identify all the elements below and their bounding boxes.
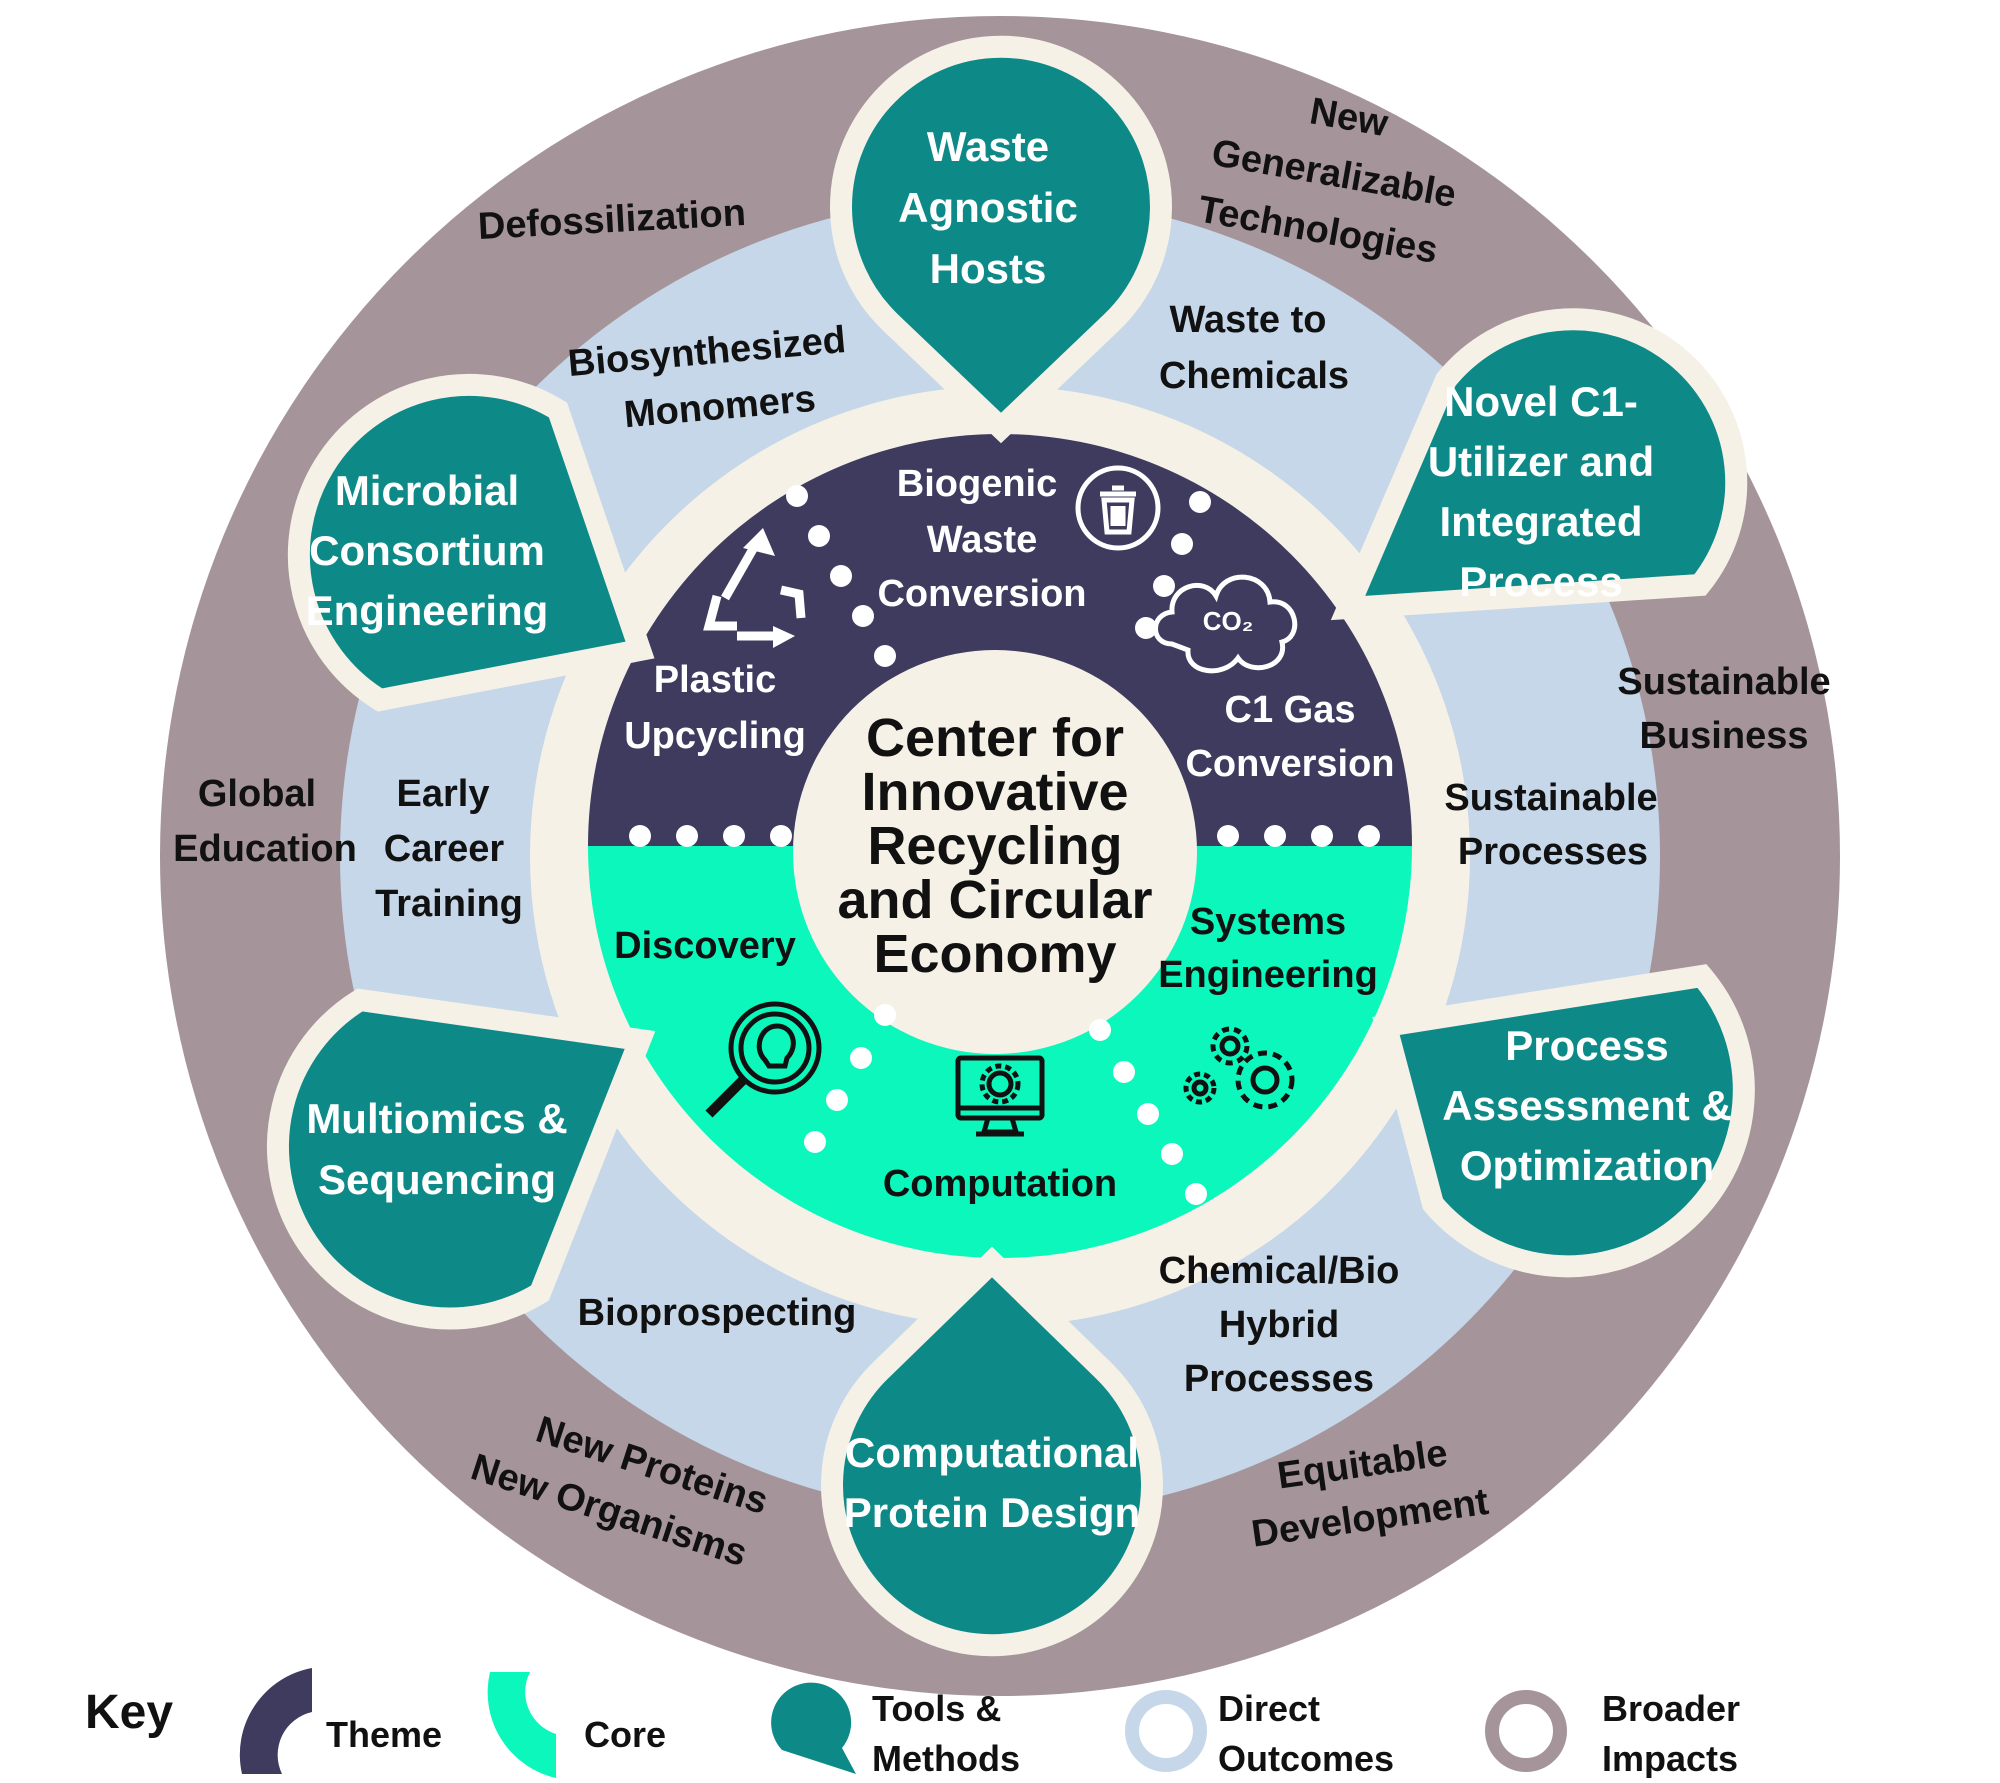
key-broader-label-line-2: Impacts bbox=[1602, 1738, 1738, 1778]
key-direct-label-line-1: Direct bbox=[1218, 1688, 1320, 1729]
center-title-line-1: Center for bbox=[866, 708, 1124, 768]
theme-plastic-line-2: Upcycling bbox=[624, 715, 806, 757]
tool-process-assessment-line-2: Assessment & bbox=[1442, 1082, 1731, 1129]
gears-icon bbox=[1183, 1026, 1295, 1110]
recycle-icon bbox=[703, 528, 806, 648]
outcome-chem-bio-line-3: Processes bbox=[1184, 1358, 1374, 1400]
outcome-waste-to-chemicals-line-2: Chemicals bbox=[1159, 355, 1349, 397]
tools-labels: Waste Agnostic Hosts Novel C1- Utilizer … bbox=[306, 123, 1732, 1536]
theme-biogenic-line-3: Conversion bbox=[877, 573, 1086, 615]
key-theme-label: Theme bbox=[326, 1714, 442, 1755]
outcome-sustainable-processes-line-2: Processes bbox=[1458, 831, 1648, 873]
core-discovery: Discovery bbox=[614, 925, 796, 967]
key-direct-swatch bbox=[1125, 1690, 1207, 1772]
tool-multiomics-line-1: Multiomics & bbox=[306, 1095, 567, 1142]
tool-novel-c1-line-2: Utilizer and bbox=[1428, 438, 1654, 485]
theme-biogenic-line-1: Biogenic bbox=[897, 463, 1057, 505]
center-title-line-3: Recycling bbox=[867, 816, 1122, 876]
core-labels: Discovery Computation Systems Engineerin… bbox=[614, 901, 1378, 1205]
tool-microbial-line-1: Microbial bbox=[335, 467, 519, 514]
co2-label: CO₂ bbox=[1203, 606, 1254, 636]
dot-separators bbox=[629, 485, 1380, 1205]
outcome-early-career-line-1: Early bbox=[397, 773, 490, 815]
key-broader-swatch bbox=[1485, 1690, 1567, 1772]
tool-process-assessment-line-3: Optimization bbox=[1460, 1142, 1714, 1189]
key-direct-label-line-2: Outcomes bbox=[1218, 1738, 1394, 1778]
tool-novel-c1-line-4: Process bbox=[1459, 558, 1622, 605]
tool-novel-c1-line-1: Novel C1- bbox=[1444, 378, 1638, 425]
outcome-early-career-line-3: Training bbox=[375, 883, 523, 925]
tool-microbial-line-3: Engineering bbox=[306, 587, 549, 634]
tool-multiomics-line-2: Sequencing bbox=[318, 1156, 556, 1203]
tool-protein-design-line-1: Computational bbox=[845, 1429, 1139, 1476]
center-circle bbox=[793, 650, 1197, 1054]
tool-process-assessment-line-1: Process bbox=[1505, 1022, 1668, 1069]
theme-c1gas-line-2: Conversion bbox=[1185, 743, 1394, 785]
key-broader-label-line-1: Broader bbox=[1602, 1688, 1740, 1729]
tool-drop-process-assessment bbox=[1372, 964, 1755, 1278]
theme-biogenic-line-2: Waste bbox=[927, 519, 1038, 561]
key-legend: Key Theme Core Tools & Methods Direct Ou… bbox=[85, 1668, 1740, 1779]
tool-waste-agnostic-line-3: Hosts bbox=[930, 245, 1047, 292]
key-title: Key bbox=[85, 1686, 173, 1739]
tool-drop-microbial bbox=[287, 373, 655, 712]
theme-plastic-line-1: Plastic bbox=[654, 659, 777, 701]
impact-sustainable-business-line-2: Business bbox=[1640, 715, 1809, 757]
tool-drop-protein-design bbox=[821, 1246, 1163, 1657]
key-tools-swatch bbox=[771, 1682, 856, 1774]
tool-drop-waste-agnostic bbox=[830, 35, 1172, 444]
monitor-gear-icon bbox=[955, 1055, 1045, 1137]
co2-cloud-icon: CO₂ bbox=[1153, 574, 1298, 674]
theme-c1gas-line-1: C1 Gas bbox=[1225, 689, 1356, 731]
center-title: Center for Innovative Recycling and Circ… bbox=[837, 708, 1152, 984]
impact-sustainable-business-line-1: Sustainable bbox=[1617, 661, 1830, 703]
tool-drops bbox=[267, 35, 1755, 1657]
theme-half bbox=[588, 434, 1412, 846]
key-core-swatch bbox=[487, 1672, 556, 1778]
magnifier-bulb-icon bbox=[705, 1001, 822, 1118]
outcome-chem-bio-line-2: Hybrid bbox=[1219, 1304, 1339, 1346]
tool-drop-multiomics bbox=[267, 988, 656, 1330]
key-theme-swatch bbox=[239, 1668, 312, 1774]
center-title-line-4: and Circular bbox=[837, 870, 1152, 930]
key-tools-label-line-2: Methods bbox=[872, 1738, 1020, 1778]
tool-waste-agnostic-line-2: Agnostic bbox=[898, 184, 1078, 231]
tool-protein-design-line-2: Protein Design bbox=[844, 1489, 1140, 1536]
outcome-waste-to-chemicals-line-1: Waste to bbox=[1170, 299, 1327, 341]
outcome-bioprospecting: Bioprospecting bbox=[578, 1292, 857, 1334]
tool-drop-novel-c1 bbox=[1330, 308, 1748, 621]
core-computation: Computation bbox=[883, 1163, 1117, 1205]
core-systems-line-2: Engineering bbox=[1158, 954, 1378, 996]
key-core-label: Core bbox=[584, 1714, 666, 1755]
outcome-chem-bio-line-1: Chemical/Bio bbox=[1159, 1250, 1400, 1292]
center-title-line-2: Innovative bbox=[861, 762, 1128, 822]
tool-waste-agnostic-line-1: Waste bbox=[927, 123, 1049, 170]
key-tools-label-line-1: Tools & bbox=[872, 1688, 1001, 1729]
trash-icon bbox=[1075, 465, 1161, 551]
theme-labels: Plastic Upcycling Biogenic Waste Convers… bbox=[624, 463, 1394, 785]
impact-global-education-line-2: Education bbox=[173, 828, 357, 870]
tool-novel-c1-line-3: Integrated bbox=[1439, 498, 1642, 545]
tool-microbial-line-2: Consortium bbox=[309, 527, 545, 574]
center-title-line-5: Economy bbox=[873, 924, 1116, 984]
outcome-sustainable-processes-line-1: Sustainable bbox=[1444, 777, 1657, 819]
outcome-early-career-line-2: Career bbox=[384, 828, 505, 870]
core-systems-line-1: Systems bbox=[1190, 901, 1346, 943]
impact-global-education-line-1: Global bbox=[198, 773, 316, 815]
